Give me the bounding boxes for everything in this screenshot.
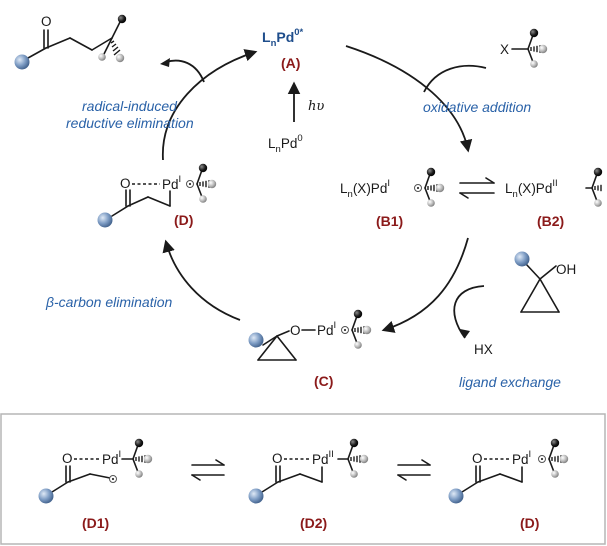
species-B2: Ln(X)PdII	[505, 178, 558, 200]
inset-label-D: (D)	[520, 515, 539, 531]
step-beta-carbon-elimination: β-carbon elimination	[45, 294, 172, 310]
ground-catalyst: LnPd0	[268, 133, 303, 155]
ligand-exchange-arrow	[381, 237, 469, 333]
step-radical-induced: radical-induced	[82, 98, 178, 114]
equilibrium-arrows-B	[459, 177, 495, 199]
svg-text:O: O	[62, 451, 73, 466]
svg-text:PdI: PdI	[512, 449, 531, 467]
reductive-elimination-arrow	[162, 49, 258, 161]
step-oxidative-addition: oxidative addition	[423, 99, 531, 115]
inset-species-D: O PdI	[448, 437, 570, 504]
inset-equilibrium-2	[397, 459, 431, 481]
inset-label-D1: (D1)	[82, 515, 109, 531]
svg-text:PdI: PdI	[102, 449, 121, 467]
label-A: (A)	[281, 55, 300, 71]
oxidative-addition-arrow	[345, 45, 473, 153]
light-label: hυ	[308, 99, 324, 114]
halide-X: X	[500, 42, 509, 57]
ketone-product: O	[14, 14, 127, 70]
inset-species-D2: O PdII	[248, 438, 369, 504]
species-C: O PdI	[248, 308, 373, 361]
label-D: (D)	[174, 212, 193, 228]
label-C: (C)	[314, 373, 333, 389]
label-B1: (B1)	[376, 213, 403, 229]
d2-carbon	[347, 438, 369, 478]
beta-carbon-elimination-arrow	[162, 239, 241, 321]
svg-text:O: O	[120, 176, 131, 191]
svg-text:O: O	[472, 451, 483, 466]
svg-text:O: O	[290, 323, 301, 338]
svg-text:O: O	[272, 451, 283, 466]
cyclopropanol-reagent: OH	[514, 251, 576, 313]
inset-label-D2: (D2)	[300, 515, 327, 531]
svg-text:PdII: PdII	[312, 449, 334, 467]
svg-text:PdI: PdI	[317, 320, 336, 338]
inset-box	[0, 413, 606, 545]
b2-carbon	[591, 167, 603, 207]
step-reductive-elimination: reductive elimination	[66, 115, 194, 131]
svg-text:O: O	[41, 14, 52, 29]
species-D: O PdI	[97, 163, 217, 228]
inset-equilibrium-1	[191, 459, 225, 481]
svg-text:OH: OH	[556, 262, 576, 277]
species-B1: Ln(X)PdI	[340, 178, 390, 200]
label-B2: (B2)	[537, 213, 564, 229]
svg-text:PdI: PdI	[162, 174, 181, 192]
step-ligand-exchange: ligand exchange	[459, 374, 561, 390]
inset-species-D1: O PdI	[38, 437, 153, 504]
excited-catalyst: LnPd0*	[262, 27, 304, 49]
byproduct-HX: HX	[474, 342, 493, 357]
